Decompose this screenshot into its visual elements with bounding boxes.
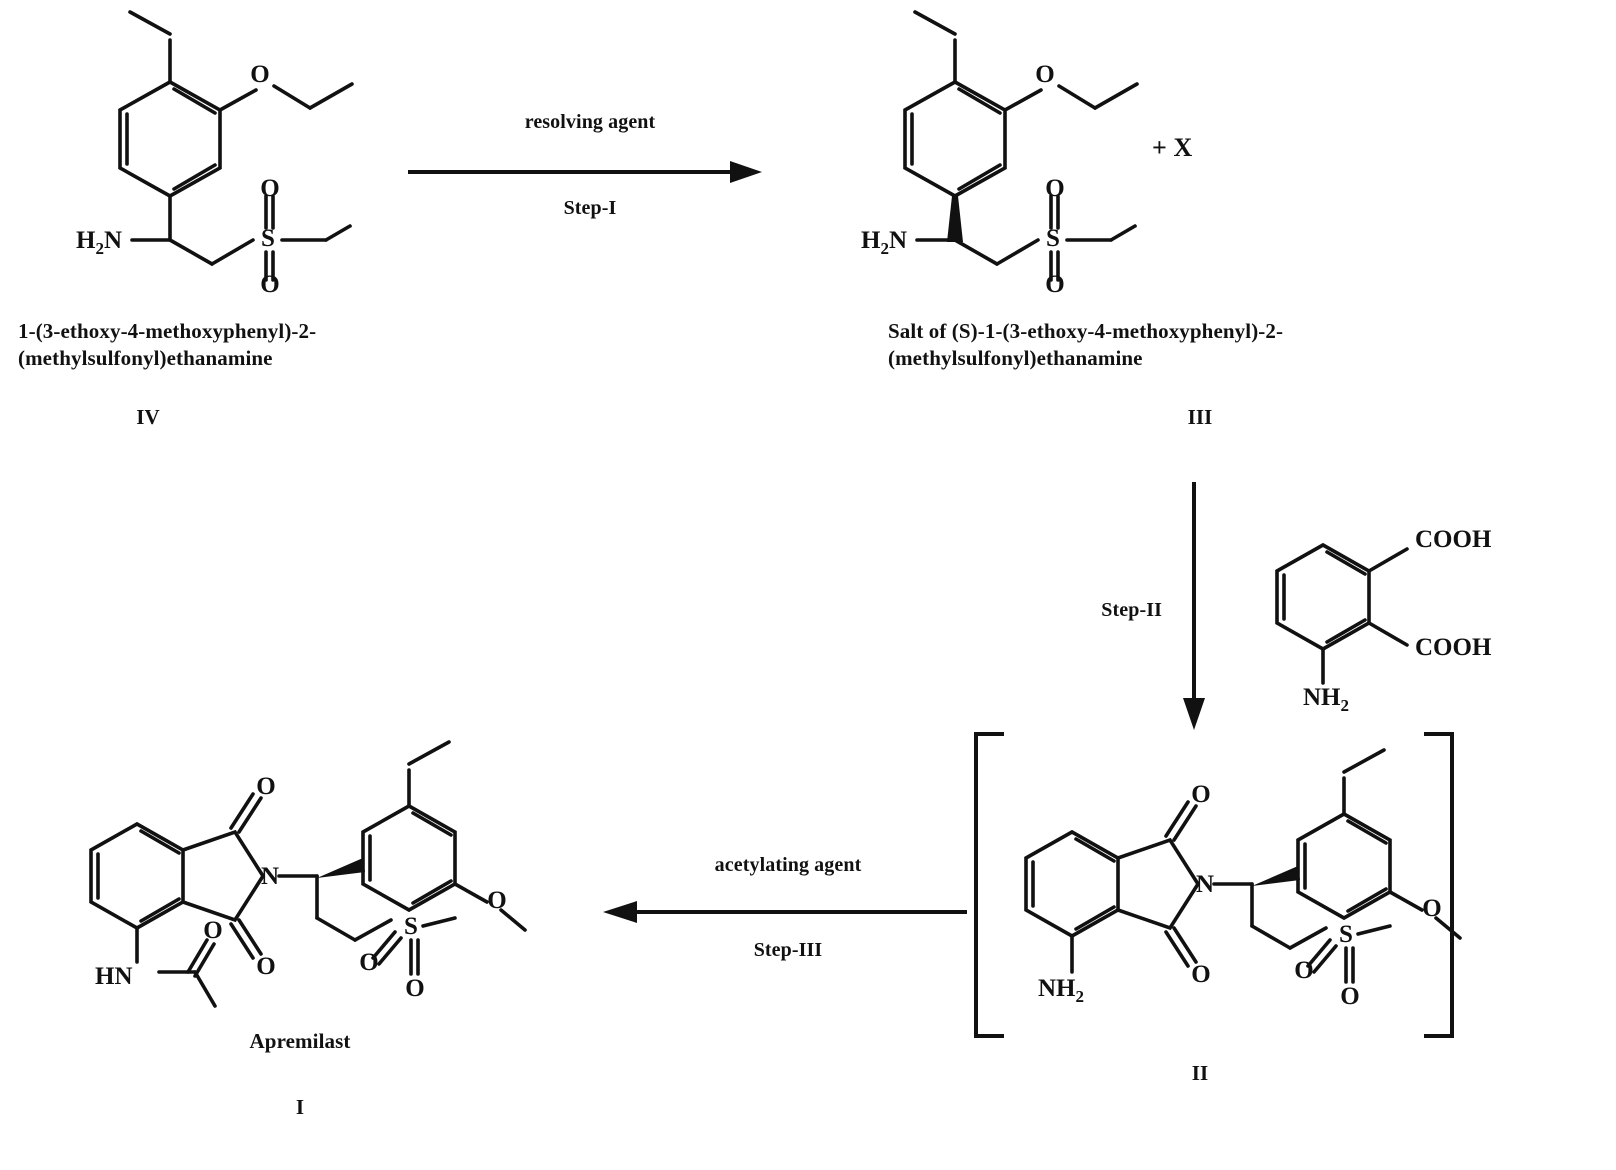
- arrow-step-1-above-label: resolving agent: [524, 111, 656, 133]
- atom-label-n-imide: N: [261, 863, 279, 890]
- atom-label-s: S: [1339, 921, 1353, 948]
- atom-label-o-amide: O: [203, 917, 222, 944]
- atom-label-o-methoxy: O: [1035, 61, 1054, 88]
- bracket-pair: [974, 732, 1454, 1038]
- atom-label-o-carbonyl-top: O: [1191, 781, 1210, 808]
- atom-label-o-carbonyl-top: O: [256, 773, 275, 800]
- counterion-plus-x: + X: [1152, 133, 1193, 162]
- arrow-step-1-below-label: Step-I: [563, 197, 617, 219]
- arrow-step-3-above-label: acetylating agent: [714, 854, 862, 876]
- atom-label-s: S: [261, 225, 275, 252]
- stereo-wedge: [947, 196, 963, 242]
- arrow-step-3-below-label: Step-III: [753, 939, 823, 961]
- structure-compound-iii: O S O O H2N: [845, 0, 1215, 298]
- atom-label-o-ethoxy: O: [487, 887, 506, 914]
- arrow-step-2: [1168, 478, 1228, 733]
- compound-iii-name-line2: (methylsulfonyl)ethanamine: [888, 345, 1143, 370]
- arrow-step-1: [400, 110, 770, 183]
- label-nh2: NH2: [1303, 684, 1349, 715]
- atom-label-amine: H2N: [861, 227, 907, 258]
- atom-label-o-carbonyl-bottom: O: [1191, 961, 1210, 988]
- atom-label-s: S: [404, 913, 418, 940]
- compound-i-name: Apremilast: [249, 1029, 351, 1053]
- atom-label-o-methoxy: O: [250, 61, 269, 88]
- compound-iii-name-line1: Salt of (S)-1-(3-ethoxy-4-methoxyphenyl)…: [888, 319, 1284, 343]
- atom-label-o-sulfonyl-b: O: [1340, 983, 1359, 1010]
- compound-ii-roman: II: [1191, 1061, 1209, 1085]
- atom-label-o-sulfonyl-top: O: [260, 175, 279, 202]
- atom-label-o-sulfonyl-a: O: [1294, 957, 1313, 984]
- atom-label-s: S: [1046, 225, 1060, 252]
- atom-label-o-sulfonyl-b: O: [405, 975, 424, 1002]
- atom-label-n-imide: N: [1196, 871, 1214, 898]
- compound-i-roman: I: [295, 1095, 305, 1119]
- compound-iv-name-line2: (methylsulfonyl)ethanamine: [18, 345, 273, 370]
- compound-iii-name: Salt of (S)-1-(3-ethoxy-4-methoxyphenyl)…: [888, 318, 1448, 372]
- atom-label-hn: HN: [95, 963, 133, 990]
- structure-compound-iv: O S O O H2N: [60, 0, 420, 298]
- compound-iv-name-line1: 1-(3-ethoxy-4-methoxyphenyl)-2-: [18, 319, 317, 343]
- stereo-wedge: [317, 858, 365, 878]
- label-cooh-top: COOH: [1415, 526, 1492, 553]
- atom-label-o-ethoxy: O: [1422, 895, 1441, 922]
- compound-iv-name: 1-(3-ethoxy-4-methoxyphenyl)-2- (methyls…: [18, 318, 438, 372]
- atom-label-o-sulfonyl-bottom: O: [260, 271, 279, 298]
- atom-label-o-carbonyl-bottom: O: [256, 953, 275, 980]
- label-cooh-bottom: COOH: [1415, 634, 1492, 661]
- structure-aminophthalic-acid: COOH COOH NH2: [1255, 505, 1605, 715]
- compound-iii-roman: III: [1187, 405, 1213, 429]
- structure-compound-ii: N O O NH2 O S O O: [960, 720, 1470, 1050]
- arrow-step-3: [595, 890, 975, 940]
- structure-compound-i-apremilast: N O O HN O O S O O: [55, 740, 575, 1030]
- atom-label-o-sulfonyl-bottom: O: [1045, 271, 1064, 298]
- atom-label-o-sulfonyl-top: O: [1045, 175, 1064, 202]
- arrow-step-2-label: Step-II: [1101, 599, 1162, 621]
- compound-iv-roman: IV: [136, 405, 160, 429]
- atom-label-nh2: NH2: [1038, 975, 1084, 1006]
- atom-label-amine: H2N: [76, 227, 122, 258]
- stereo-wedge: [1252, 866, 1300, 886]
- atom-label-o-sulfonyl-a: O: [359, 949, 378, 976]
